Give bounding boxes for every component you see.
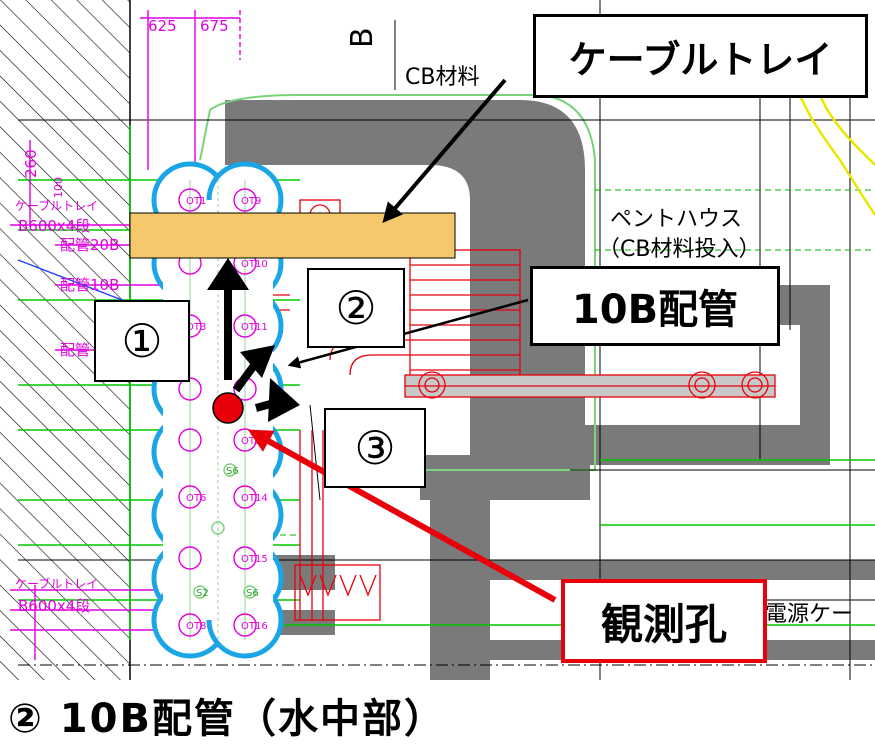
direction-arrows bbox=[207, 258, 300, 422]
pile-label: OT6 bbox=[186, 493, 206, 504]
pile-label: OT14 bbox=[241, 493, 268, 504]
cable-tray-callout-text: ケーブルトレイ bbox=[568, 37, 833, 82]
pile-label: S6 bbox=[226, 466, 239, 477]
observation-hole-callout: 観測孔 bbox=[561, 579, 767, 663]
yellow-curve bbox=[798, 94, 875, 216]
dim-675: 675 bbox=[200, 17, 229, 35]
pile-label: S6 bbox=[246, 588, 259, 599]
pipe-10b-label: 配管10B bbox=[60, 276, 119, 294]
pile-label: OT8 bbox=[186, 621, 206, 632]
penthouse-sub-label: （CB材料投入） bbox=[598, 237, 760, 262]
tray-lower-size: B600x4段 bbox=[18, 597, 90, 615]
pile-label: S2 bbox=[196, 588, 209, 599]
power-cable-label: 電源ケー bbox=[765, 602, 853, 627]
direction-2-text: ② bbox=[335, 281, 377, 335]
callout-arrows bbox=[287, 78, 529, 369]
drawing-labels: 625 675 B CB材料 ペントハウス （CB材料投入） 電源ケー 260 … bbox=[15, 17, 853, 627]
pipe-label: 配管 bbox=[60, 341, 90, 359]
figure-caption: ② 10B配管（水中部） bbox=[8, 696, 446, 742]
cable-tray-bar bbox=[129, 212, 456, 259]
small-piles bbox=[193, 463, 257, 599]
penthouse-label: ペントハウス bbox=[610, 207, 742, 232]
pile-label: OT3 bbox=[186, 322, 206, 333]
pipe-20b-label: 配管20B bbox=[60, 236, 119, 254]
pile-label: OT9 bbox=[241, 196, 261, 207]
direction-3-label: ③ bbox=[324, 408, 426, 488]
tray-upper-label: ケーブルトレイ bbox=[15, 198, 98, 213]
cable-tray-callout: ケーブルトレイ bbox=[533, 14, 868, 98]
pipe-10b-callout: 10B配管 bbox=[530, 266, 780, 346]
pile-labels: OT1 OT9 OT10 OT3 OT11 OT13 OT6 OT14 OT15… bbox=[186, 196, 268, 632]
dim-260: 260 bbox=[22, 149, 40, 178]
pile-label: OT10 bbox=[241, 259, 268, 270]
pipe-10b-callout-text: 10B配管 bbox=[571, 287, 739, 333]
pile-label: OT11 bbox=[241, 322, 268, 333]
cb-material-label: CB材料 bbox=[405, 65, 479, 90]
dim-100: 100 bbox=[52, 177, 65, 198]
observation-arrow bbox=[247, 429, 557, 603]
direction-1-label: ① bbox=[94, 300, 190, 382]
direction-2-label: ② bbox=[307, 268, 405, 348]
direction-1-text: ① bbox=[121, 314, 163, 368]
pile-label: OT1 bbox=[186, 196, 206, 207]
pile-label: OT16 bbox=[241, 621, 268, 632]
observation-hole-dot bbox=[212, 392, 244, 424]
observation-hole-callout-text: 観測孔 bbox=[600, 599, 727, 649]
grid-label-b: B bbox=[345, 27, 380, 48]
tray-lower-label: ケーブルトレイ bbox=[15, 576, 98, 591]
pile-label: OT15 bbox=[241, 554, 268, 565]
tray-upper-size: B600x4段 bbox=[18, 217, 90, 235]
direction-3-text: ③ bbox=[354, 421, 396, 475]
dim-625: 625 bbox=[148, 17, 177, 35]
